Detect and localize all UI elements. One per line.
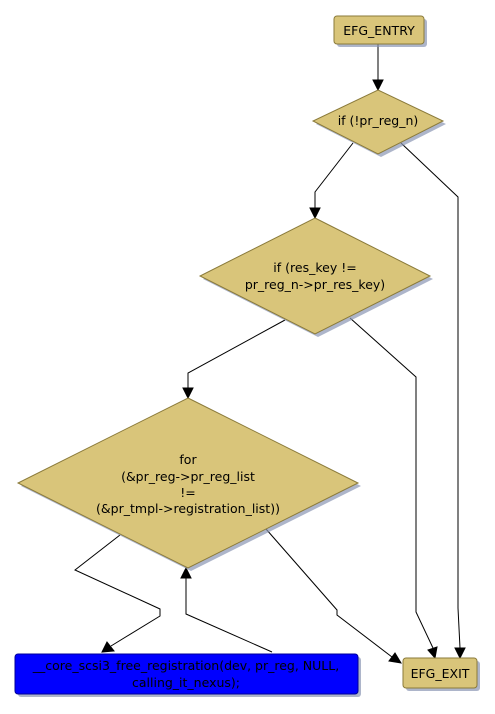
- arrowhead-entry-to-cond1: [372, 79, 384, 92]
- edge-cond1-to-exit: [400, 142, 461, 649]
- node-entry-label: EFG_ENTRY: [343, 23, 415, 38]
- node-cond1: if (!pr_reg_n): [311, 89, 446, 157]
- edge-cond2-to-loop: [187, 319, 286, 388]
- node-cond2-line-1: if (res_key !=: [273, 260, 356, 275]
- node-call: __core_scsi3_free_registration(dev, pr_r…: [14, 653, 361, 697]
- node-cond2-diamond: [198, 217, 432, 335]
- arrowhead-call-to-loop: [180, 566, 192, 579]
- node-loop-line-2: (&pr_reg->pr_reg_list: [121, 469, 255, 484]
- node-call-line-2: calling_it_nexus);: [132, 675, 240, 690]
- node-loop-line-1: for: [179, 452, 197, 467]
- edge-cond1-to-cond2: [314, 142, 354, 208]
- node-loop-line-4: (&pr_tmpl->registration_list)): [96, 501, 280, 516]
- node-loop-diamond: [16, 397, 360, 569]
- node-entry: EFG_ENTRY: [333, 15, 427, 47]
- edge-cond2-to-exit: [349, 317, 434, 649]
- arrowhead-loop-to-call: [101, 641, 115, 653]
- node-loop: for (&pr_reg->pr_reg_list != (&pr_tmpl->…: [16, 397, 361, 571]
- node-entry-box: [333, 15, 425, 45]
- node-cond1-label: if (!pr_reg_n): [338, 113, 419, 128]
- arrowhead-cond2-to-loop: [182, 387, 194, 400]
- node-exit: EFG_EXIT: [402, 657, 480, 691]
- node-exit-box: [402, 657, 478, 689]
- arrowhead-cond1-to-cond2: [309, 207, 321, 220]
- edges: [74, 44, 466, 664]
- edge-loop-to-exit: [265, 528, 393, 658]
- node-call-box: [14, 653, 359, 695]
- arrowhead-loop-to-exit: [388, 652, 402, 664]
- arrowhead-cond1-to-exit: [454, 647, 466, 660]
- arrowhead-cond2-to-exit: [427, 646, 438, 660]
- node-call-line-1: __core_scsi3_free_registration(dev, pr_r…: [32, 658, 339, 673]
- edge-call-to-loop: [185, 578, 273, 653]
- node-exit-label: EFG_EXIT: [411, 666, 470, 681]
- node-cond2-line-2: pr_reg_n->pr_res_key): [245, 277, 385, 292]
- node-cond1-diamond: [311, 89, 445, 155]
- node-loop-line-3: !=: [180, 485, 196, 500]
- node-cond2: if (res_key != pr_reg_n->pr_res_key): [198, 217, 433, 337]
- edge-loop-to-call: [74, 534, 161, 647]
